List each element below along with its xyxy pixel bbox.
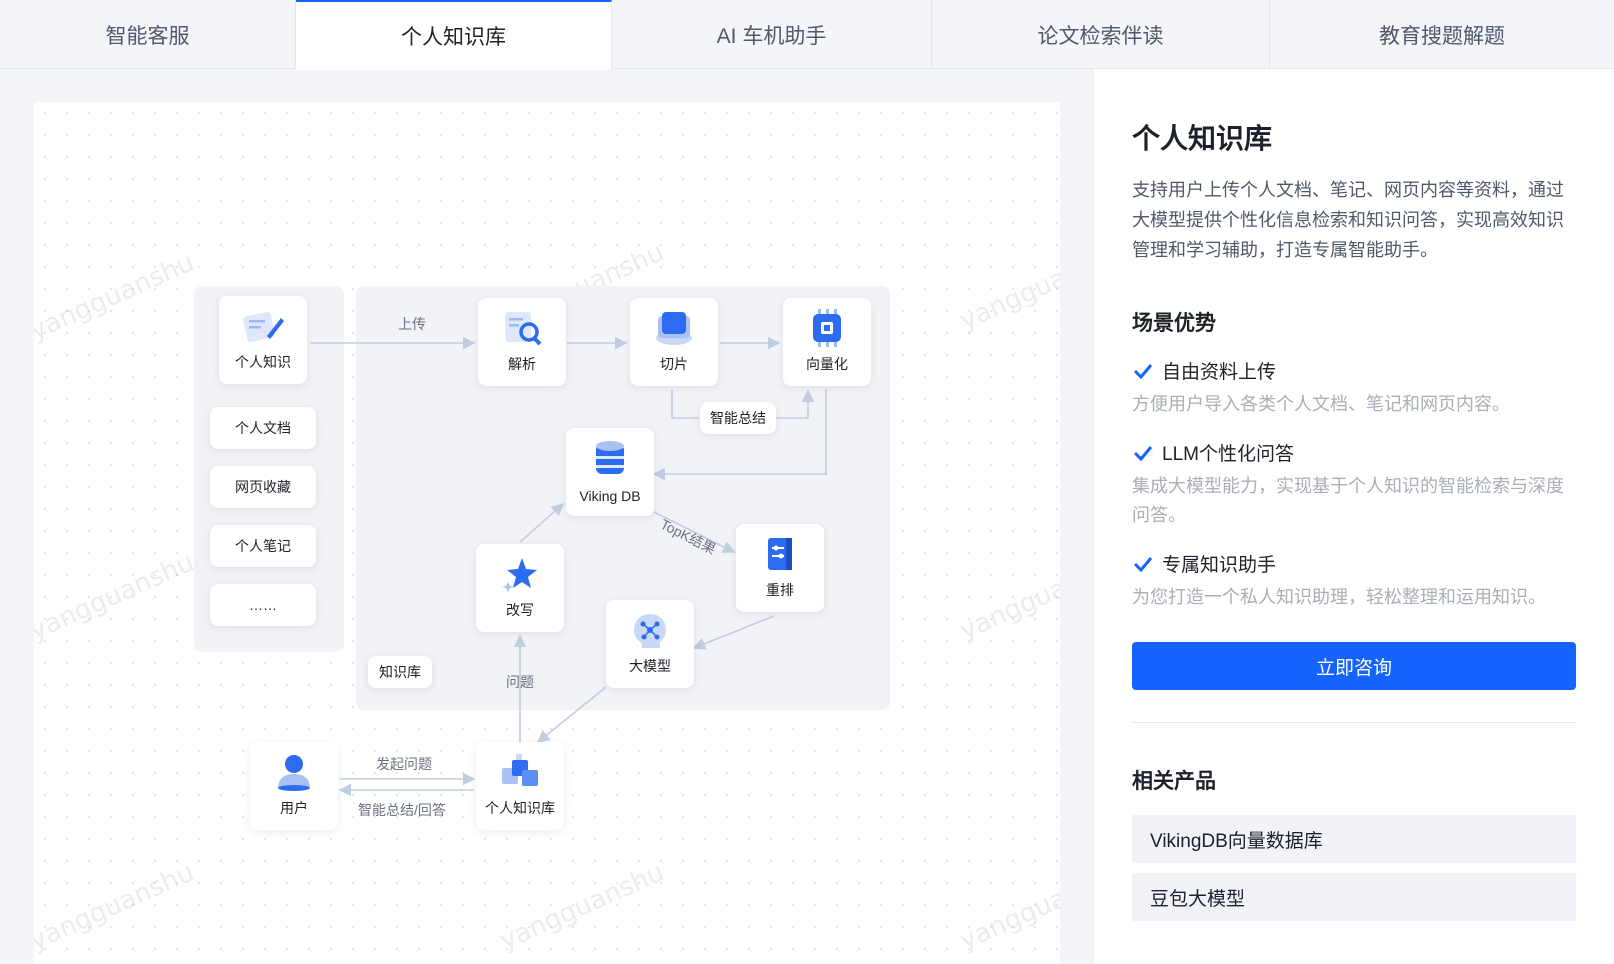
- advantage-title: 专属知识助手: [1162, 555, 1277, 576]
- scenario-detail-panel: 个人知识库 支持用户上传个人文档、笔记、网页内容等资料，通过大模型提供个性化信息…: [1094, 69, 1614, 964]
- source-item-bookmarks: 网页收藏: [210, 466, 316, 508]
- architecture-diagram: yangguanshu yangguanshu yangguanshu yang…: [34, 102, 1060, 964]
- advantage-title: LLM个性化问答: [1162, 444, 1294, 465]
- advantage-item: 专属知识助手 为您打造一个私人知识助理，轻松整理和运用知识。: [1132, 550, 1576, 612]
- check-icon: [1133, 556, 1153, 572]
- advantage-item: LLM个性化问答 集成大模型能力，实现基于个人知识的智能检索与深度问答。: [1132, 439, 1576, 530]
- divider: [1132, 722, 1576, 723]
- panel-title: 个人知识库: [1132, 123, 1273, 154]
- label-answer: 智能总结/回答: [358, 802, 446, 818]
- node-label: 切片: [660, 356, 688, 372]
- node-parse: 解析: [478, 298, 566, 386]
- node-label: 解析: [508, 356, 536, 372]
- label-upload: 上传: [398, 316, 426, 332]
- node-vikingdb: Viking DB: [566, 428, 654, 516]
- node-vectorize: 向量化: [783, 298, 871, 386]
- chip-icon: [807, 308, 847, 351]
- sparkle-star-icon: [500, 554, 540, 597]
- node-label: 重排: [766, 582, 794, 598]
- node-label: 个人知识库: [485, 800, 555, 816]
- related-heading: 相关产品: [1132, 770, 1216, 793]
- advantage-desc: 集成大模型能力，实现基于个人知识的智能检索与深度问答。: [1132, 476, 1564, 525]
- label-ask: 发起问题: [376, 756, 432, 772]
- database-icon: [592, 438, 628, 481]
- advantage-item: 自由资料上传 方便用户导入各类个人文档、笔记和网页内容。: [1132, 357, 1576, 419]
- node-rerank: 重排: [736, 524, 824, 612]
- tab-ai-car-assistant[interactable]: AI 车机助手: [612, 0, 932, 69]
- source-item-more: ……: [210, 584, 316, 626]
- node-label: 个人知识: [235, 354, 291, 370]
- advantages-heading: 场景优势: [1132, 312, 1216, 335]
- tab-smart-service[interactable]: 智能客服: [0, 0, 296, 69]
- node-label: 改写: [506, 602, 534, 618]
- label-question: 问题: [506, 674, 534, 690]
- tab-edu-solver[interactable]: 教育搜题解题: [1379, 24, 1505, 48]
- label-smart-summary: 智能总结: [700, 402, 776, 434]
- label-kb-group: 知识库: [368, 656, 432, 688]
- tab-paper-search[interactable]: 论文检索伴读: [932, 0, 1270, 69]
- advantage-desc: 方便用户导入各类个人文档、笔记和网页内容。: [1132, 394, 1510, 414]
- consult-now-button[interactable]: 立即咨询: [1132, 642, 1576, 690]
- node-personal-kb: 个人知识库: [476, 742, 564, 830]
- magnifier-doc-icon: [499, 308, 545, 351]
- source-item-docs: 个人文档: [210, 407, 316, 449]
- panel-description: 支持用户上传个人文档、笔记、网页内容等资料，通过大模型提供个性化信息检索和知识问…: [1132, 180, 1564, 260]
- check-icon: [1133, 445, 1153, 461]
- advantage-title: 自由资料上传: [1162, 362, 1277, 383]
- advantage-desc: 为您打造一个私人知识助理，轻松整理和运用知识。: [1132, 587, 1546, 607]
- node-personal-knowledge: 个人知识: [219, 296, 307, 384]
- node-label: 向量化: [806, 356, 848, 372]
- layers-icon: [652, 308, 696, 351]
- node-label: 用户: [280, 800, 308, 816]
- brain-head-icon: [630, 610, 670, 655]
- related-product-vikingdb[interactable]: VikingDB向量数据库: [1132, 815, 1576, 863]
- diagram-edges: [310, 336, 827, 797]
- note-pen-icon: [239, 306, 287, 349]
- tab-personal-kb[interactable]: 个人知识库: [296, 0, 612, 70]
- node-label: 大模型: [629, 658, 671, 674]
- scenario-tabs: 智能客服 个人知识库 AI 车机助手 论文检索伴读 教育搜题解题: [0, 0, 1614, 70]
- user-icon: [275, 752, 313, 795]
- node-user: 用户: [250, 742, 338, 830]
- sliders-doc-icon: [762, 534, 798, 577]
- node-llm: 大模型: [606, 600, 694, 688]
- check-icon: [1133, 363, 1153, 379]
- node-label: Viking DB: [579, 488, 641, 504]
- source-item-notes: 个人笔记: [210, 525, 316, 567]
- node-rewrite: 改写: [476, 544, 564, 632]
- related-product-doubao[interactable]: 豆包大模型: [1132, 873, 1576, 921]
- node-slice: 切片: [630, 298, 718, 386]
- cubes-icon: [498, 752, 542, 795]
